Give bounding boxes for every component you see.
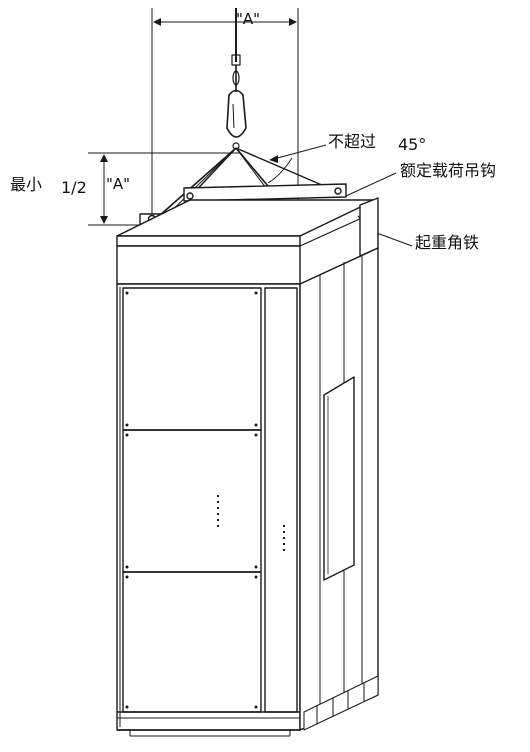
rated-load-hook-label: 额定载荷吊钩 <box>400 161 497 180</box>
half-label: 1/2 <box>61 178 87 197</box>
cabinet-front <box>116 283 302 731</box>
side-dimension <box>88 152 240 226</box>
not-exceed-label: 不超过 <box>328 132 377 151</box>
dimension-a-side-label: "A" <box>106 175 131 193</box>
leader-lines <box>269 144 413 247</box>
angle-value-label: 45° <box>398 135 427 154</box>
minimum-label: 最小 <box>10 175 43 194</box>
cabinet-side <box>299 197 379 731</box>
cabinet-top <box>116 199 379 285</box>
dimension-a-top-label: "A" <box>236 10 261 28</box>
lifting-angle-iron-label: 起重角铁 <box>415 233 480 252</box>
cabinet-base <box>117 729 300 737</box>
crane-hook <box>226 8 247 150</box>
